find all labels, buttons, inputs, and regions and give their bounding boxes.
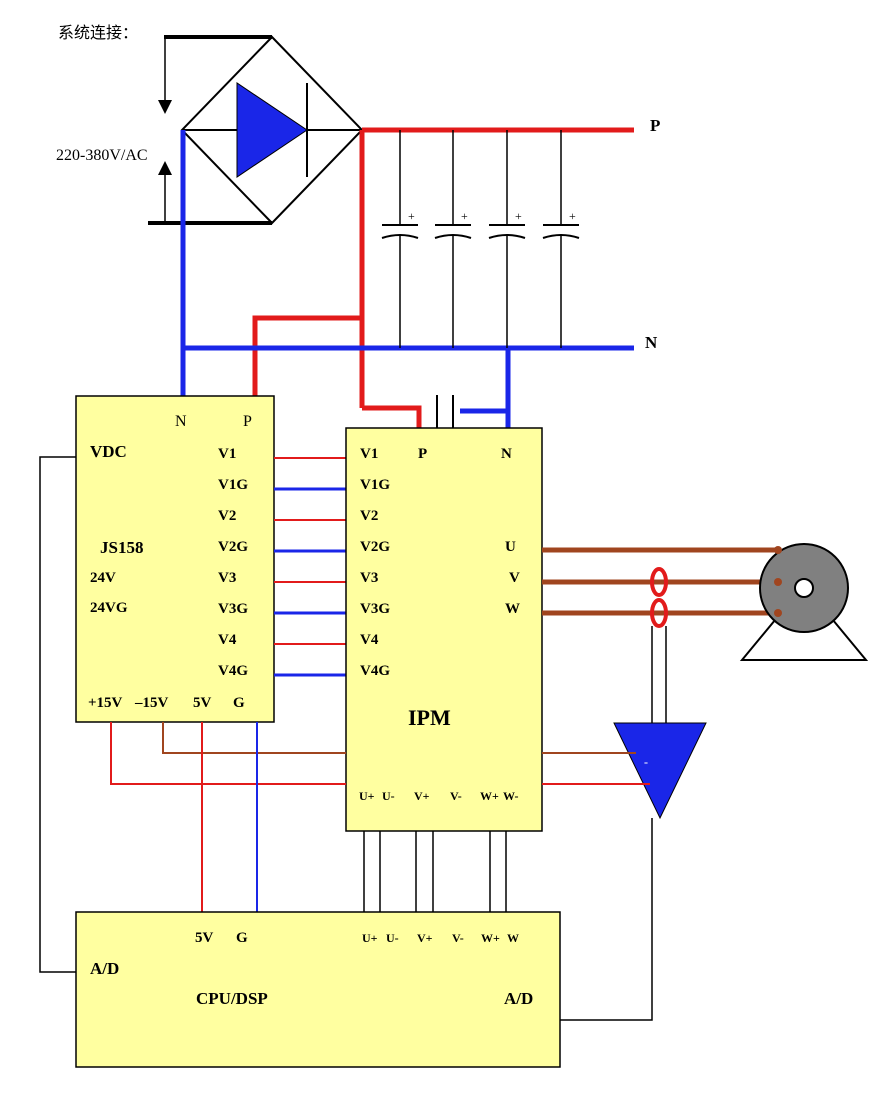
capacitor-4: +: [542, 130, 580, 348]
ipm-sense-label: V-: [450, 789, 462, 803]
driver-n-label: N: [175, 413, 187, 430]
cpu-sense-labels: U+ U- V+ V- W+ W: [362, 931, 519, 945]
driver-gate-label: V4G: [218, 663, 248, 679]
driver-5v-label: 5V: [193, 695, 212, 711]
n-bus-label: N: [645, 333, 658, 352]
ipm-gate-label: V4G: [360, 663, 390, 679]
arrow-up-icon: [158, 161, 172, 175]
vdc-ad-wire: [39, 456, 76, 973]
cpu-g-label: G: [236, 930, 248, 946]
cpu-box: [75, 911, 561, 1068]
driver-gate-label: V1: [218, 446, 236, 462]
cpu-sense-label: V+: [417, 931, 433, 945]
cpu-ad-left-label: A/D: [90, 959, 119, 978]
p-bus-label: P: [650, 116, 660, 135]
svg-text:+: +: [515, 209, 522, 223]
svg-text:+: +: [569, 209, 576, 223]
ipm-u-label: U: [505, 539, 516, 555]
ac-input: [148, 35, 272, 225]
capacitor-2: +: [434, 130, 472, 348]
cpu-sense-label: W+: [481, 931, 500, 945]
driver-gate-label: V2G: [218, 539, 248, 555]
amp-ad-wire: [560, 818, 653, 1021]
ipm-to-amp-wires: [542, 752, 650, 785]
cpu-ad-right-label: A/D: [504, 989, 533, 1008]
capacitor-3: +: [488, 130, 526, 348]
arrow-down-icon: [158, 100, 172, 114]
svg-text:+: +: [408, 209, 415, 223]
cpu-sense-label: V-: [452, 931, 464, 945]
diode-icon: [236, 82, 308, 178]
ipm-gate-label: V1: [360, 446, 378, 462]
amplifier-icon: [613, 722, 707, 820]
current-sensor-v-icon: [650, 567, 668, 597]
cpu-sense-label: U-: [386, 931, 399, 945]
motor-phase-wires: [542, 547, 778, 616]
driver-plus15v-label: +15V: [88, 695, 123, 711]
snubber-capacitor: [436, 395, 454, 428]
cpu-sense-label: W: [507, 931, 519, 945]
ipm-sense-labels: U+ U- V+ V- W+ W-: [359, 789, 519, 803]
cpu-5v-label: 5V: [195, 930, 214, 946]
ipm-gate-label: V2G: [360, 539, 390, 555]
driver-gate-label: V1G: [218, 477, 248, 493]
driver-gate-label: V2: [218, 508, 236, 524]
amplifier-minus-label: -: [644, 755, 648, 769]
driver-box: [75, 395, 275, 723]
current-sensors: [650, 567, 668, 726]
current-sensor-w-icon: [650, 598, 668, 628]
ipm-gate-label: V3G: [360, 601, 390, 617]
ipm-gate-label: V2: [360, 508, 378, 524]
ipm-gate-label: V4: [360, 632, 379, 648]
ipm-sense-label: U+: [359, 789, 375, 803]
ipm-sense-label: V+: [414, 789, 430, 803]
ipm-sense-label: W-: [503, 789, 519, 803]
p-bus: [252, 127, 634, 428]
ipm-cpu-sense-wires: [363, 831, 507, 912]
ipm-sense-label: W+: [480, 789, 499, 803]
driver-minus15v-label: –15V: [134, 695, 169, 711]
bridge-rectifier: [180, 35, 364, 225]
ipm-p-label: P: [418, 446, 427, 462]
ipm-gate-label: V1G: [360, 477, 390, 493]
ipm-gate-label: V3: [360, 570, 378, 586]
ipm-v-label: V: [509, 570, 520, 586]
ipm-box: [345, 427, 543, 832]
driver-name: JS158: [100, 538, 143, 557]
gate-wires: [274, 457, 346, 677]
n-bus: [183, 345, 634, 428]
driver-gate-label: V3: [218, 570, 236, 586]
driver-gate-labels: V1 V1G V2 V2G V3 V3G V4 V4G: [218, 446, 248, 679]
ipm-n-label: N: [501, 446, 512, 462]
ipm-sense-label: U-: [382, 789, 395, 803]
driver-gate-label: V4: [218, 632, 237, 648]
capacitor-bank: + + + +: [381, 130, 580, 348]
sense-amplifier: -: [613, 722, 707, 820]
cpu-sense-label: U+: [362, 931, 378, 945]
cpu-name: CPU/DSP: [196, 989, 268, 1008]
driver-24v-label: 24V: [90, 570, 116, 586]
driver-p-label: P: [243, 413, 252, 430]
diagram-title: 系统连接：: [58, 24, 138, 42]
motor: [739, 543, 869, 661]
ipm-gate-labels: V1 V1G V2 V2G V3 V3G V4 V4G: [360, 446, 390, 679]
driver-bottom-wires: [110, 722, 346, 912]
supply-label: 220-380V/AC: [56, 147, 148, 164]
driver-vdc-label: VDC: [90, 442, 127, 461]
driver-g-label: G: [233, 695, 245, 711]
capacitor-1: +: [381, 130, 419, 348]
driver-24vg-label: 24VG: [90, 600, 128, 616]
svg-text:+: +: [461, 209, 468, 223]
ipm-w-label: W: [505, 601, 520, 617]
driver-gate-label: V3G: [218, 601, 248, 617]
ipm-name: IPM: [408, 705, 451, 730]
